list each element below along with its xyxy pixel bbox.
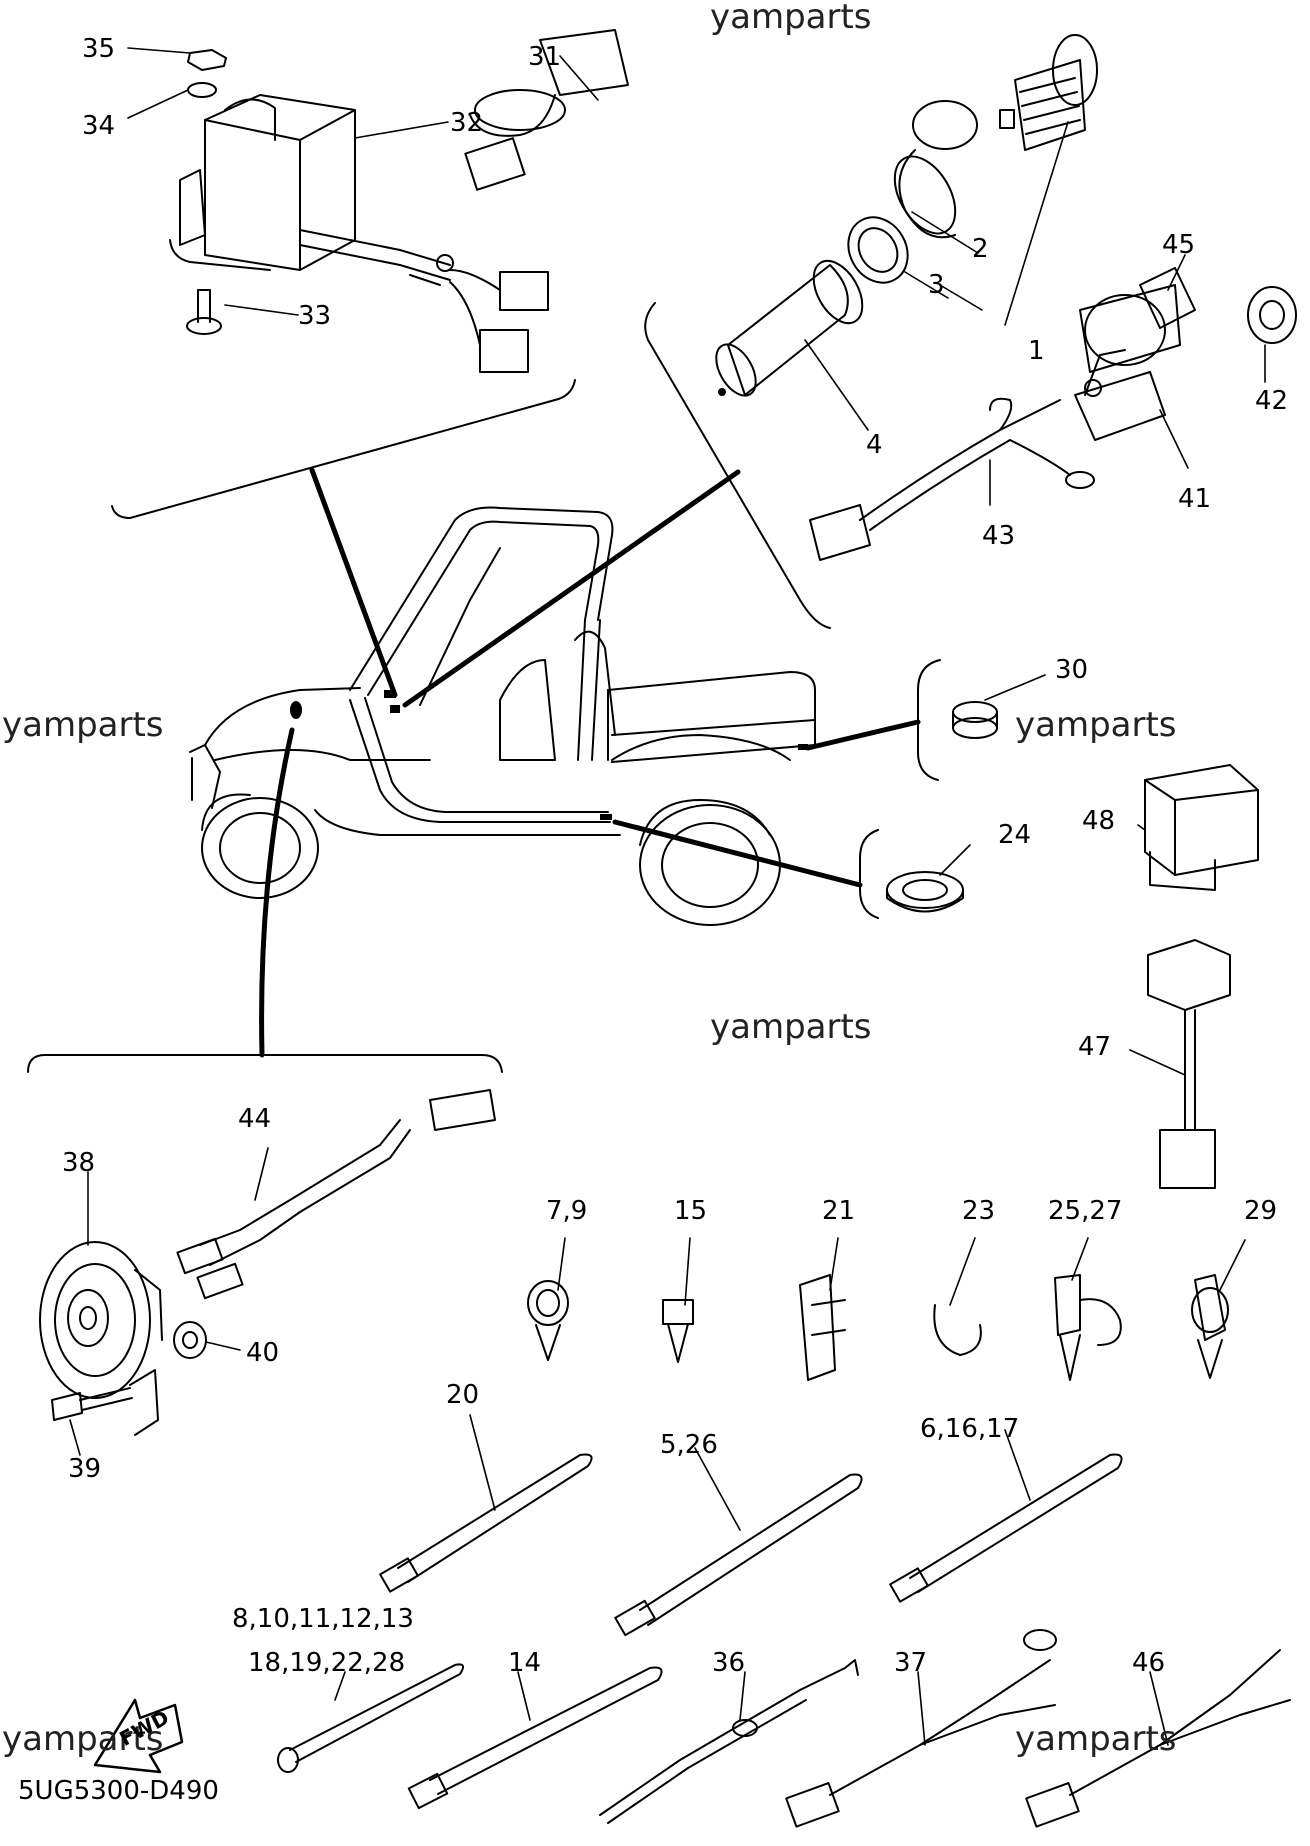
part-14-cable-tie bbox=[407, 1666, 663, 1810]
watermark-middle: yamparts bbox=[710, 1007, 872, 1047]
watermark-top: yamparts bbox=[710, 0, 872, 37]
callout-35: 35 bbox=[82, 34, 116, 64]
part-43-harness bbox=[809, 397, 1095, 561]
callout-45: 45 bbox=[1162, 230, 1196, 260]
callout-2: 2 bbox=[972, 234, 989, 264]
callout-30: 30 bbox=[1055, 655, 1089, 685]
callout-44: 44 bbox=[238, 1104, 272, 1134]
callout-15: 15 bbox=[674, 1196, 708, 1226]
leader-to-group-relay bbox=[309, 467, 398, 698]
part-23-clip bbox=[933, 1304, 982, 1356]
part-2-cap bbox=[893, 100, 978, 239]
callout-6-16-17: 6,16,17 bbox=[920, 1414, 1020, 1444]
part-3-nut bbox=[847, 216, 909, 284]
part-6-16-17-cable-tie bbox=[889, 1453, 1123, 1603]
part-47-lead bbox=[1147, 939, 1231, 1189]
callout-38: 38 bbox=[62, 1148, 96, 1178]
callout-25-27: 25,27 bbox=[1048, 1196, 1123, 1226]
part-34-washer bbox=[187, 82, 217, 98]
part-15-clip bbox=[662, 1299, 694, 1363]
bracket-bottom-left bbox=[27, 1054, 503, 1073]
leader-to-grommet-30 bbox=[805, 719, 921, 751]
callout-34: 34 bbox=[82, 111, 116, 141]
part-30-grommet bbox=[952, 701, 998, 739]
callout-36: 36 bbox=[712, 1648, 746, 1678]
part-41-switch bbox=[1074, 284, 1181, 441]
part-5-26-cable-tie bbox=[614, 1473, 863, 1637]
callout-1: 1 bbox=[1028, 336, 1045, 366]
callout-4: 4 bbox=[866, 430, 883, 460]
leader-to-group-horn bbox=[259, 727, 295, 1058]
part-32-relay-assembly bbox=[169, 94, 549, 373]
part-38-horn bbox=[39, 1241, 163, 1436]
callout-14: 14 bbox=[508, 1648, 542, 1678]
part-7-9-clip bbox=[527, 1280, 569, 1361]
part-29-clip bbox=[1191, 1274, 1229, 1379]
bracket-top-right bbox=[644, 302, 831, 629]
callout-23: 23 bbox=[962, 1196, 996, 1226]
callout-40: 40 bbox=[246, 1338, 280, 1368]
callout-42: 42 bbox=[1255, 386, 1289, 416]
part-36-lead bbox=[599, 1659, 859, 1824]
part-33-bolt bbox=[186, 289, 222, 335]
callout-46: 46 bbox=[1132, 1648, 1166, 1678]
part-45-label bbox=[1139, 267, 1196, 329]
callout-29: 29 bbox=[1244, 1196, 1278, 1226]
bracket-grommet-24 bbox=[859, 829, 879, 919]
part-24-grommet bbox=[886, 871, 964, 913]
part-46-lead bbox=[1025, 1649, 1291, 1828]
part-21-clip bbox=[799, 1274, 846, 1381]
callout-48: 48 bbox=[1082, 806, 1116, 836]
part-8-to-28-band bbox=[277, 1663, 465, 1773]
callout-18-to-28: 18,19,22,28 bbox=[248, 1648, 406, 1678]
callout-3: 3 bbox=[928, 270, 945, 300]
part-4-sleeve bbox=[715, 259, 864, 397]
callout-24: 24 bbox=[998, 820, 1032, 850]
bracket-grommet-30 bbox=[917, 659, 941, 781]
leader-to-grommet-24 bbox=[612, 819, 863, 888]
part-48-relay bbox=[1144, 764, 1259, 891]
callout-5-26: 5,26 bbox=[660, 1430, 718, 1460]
callout-43: 43 bbox=[982, 521, 1016, 551]
callout-7-9: 7,9 bbox=[546, 1196, 588, 1226]
callout-20: 20 bbox=[446, 1380, 480, 1410]
part-44-harness bbox=[176, 1089, 496, 1300]
leader-to-group-socket bbox=[402, 469, 741, 708]
callout-33: 33 bbox=[298, 301, 332, 331]
diagram-code: 5UG5300-D490 bbox=[18, 1776, 219, 1806]
part-35-nut bbox=[187, 49, 227, 71]
callout-21: 21 bbox=[822, 1196, 856, 1226]
callout-39: 39 bbox=[68, 1454, 102, 1484]
part-31-switch bbox=[464, 29, 629, 191]
watermark-bottom-left: yamparts bbox=[2, 1719, 164, 1759]
callout-8-to-13: 8,10,11,12,13 bbox=[232, 1604, 414, 1634]
callout-31: 31 bbox=[528, 42, 562, 72]
vehicle-illustration bbox=[189, 506, 816, 926]
callout-37: 37 bbox=[894, 1648, 928, 1678]
part-40-nut bbox=[173, 1321, 207, 1359]
watermark-right: yamparts bbox=[1015, 705, 1177, 745]
part-1-socket bbox=[999, 34, 1098, 151]
fwd-arrow-icon bbox=[93, 1698, 184, 1774]
part-25-27-clip bbox=[1054, 1274, 1122, 1381]
callout-41: 41 bbox=[1178, 484, 1212, 514]
watermark-bottom-right: yamparts bbox=[1015, 1719, 1177, 1759]
part-20-cable-tie bbox=[379, 1453, 593, 1593]
bracket-top-left bbox=[111, 379, 576, 519]
part-42-washer bbox=[1247, 286, 1297, 344]
callout-32: 32 bbox=[450, 108, 484, 138]
callout-47: 47 bbox=[1078, 1032, 1112, 1062]
watermark-left: yamparts bbox=[2, 705, 164, 745]
part-37-lead bbox=[785, 1629, 1057, 1828]
part-39-bolt bbox=[51, 1387, 133, 1421]
